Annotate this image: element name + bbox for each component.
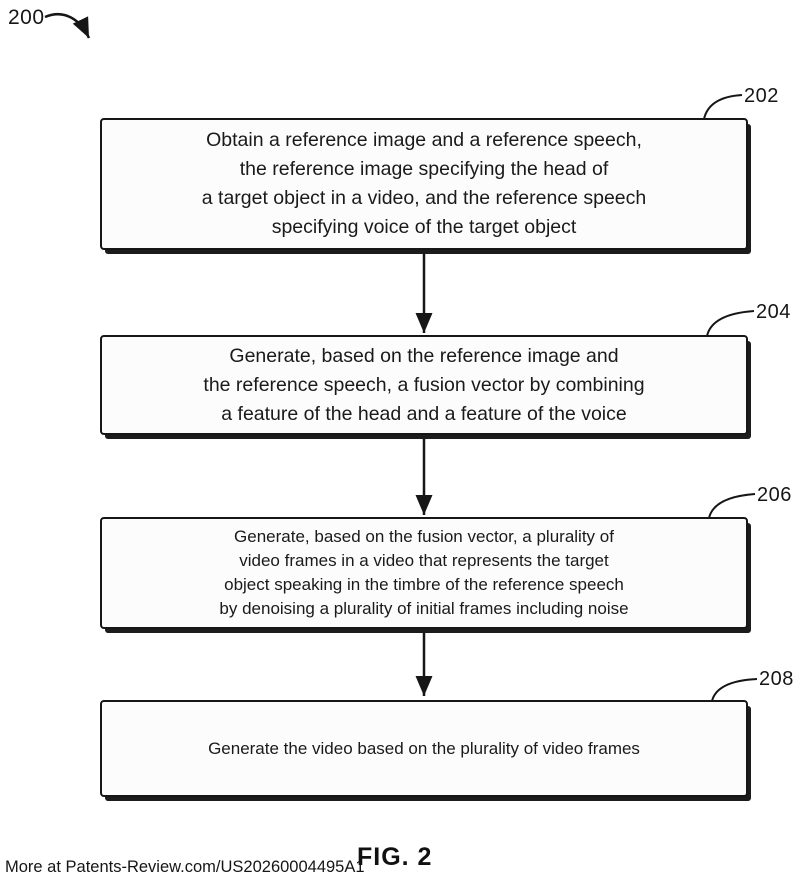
- step-text-line: Generate, based on the fusion vector, a …: [234, 527, 614, 546]
- figure-caption: FIG. 2: [357, 843, 433, 871]
- flow-step-obtain-reference: Obtain a reference image and a reference…: [100, 118, 748, 250]
- step-text-line: object speaking in the timbre of the ref…: [224, 575, 624, 594]
- leader-line-202: [703, 94, 743, 120]
- diagram-ref-arrow: [44, 12, 91, 39]
- step-text-line: the reference speech, a fusion vector by…: [203, 373, 645, 396]
- step-text-line: the reference image specifying the head …: [239, 158, 609, 180]
- step-text-line: Generate the video based on the pluralit…: [208, 738, 640, 758]
- step-text-line: a target object in a video, and the refe…: [201, 187, 647, 209]
- step-text-line: Generate, based on the reference image a…: [229, 344, 619, 367]
- attribution-text: More at Patents-Review.com/US20260004495…: [5, 858, 365, 876]
- flow-step-generate-video: Generate the video based on the pluralit…: [100, 700, 748, 797]
- flow-step-generate-fusion-vector: Generate, based on the reference image a…: [100, 335, 748, 435]
- ref-label-206: 206: [757, 484, 792, 506]
- ref-label-204: 204: [756, 301, 791, 323]
- step-text-line: video frames in a video that represents …: [239, 551, 609, 570]
- step-text-line: specifying voice of the target object: [271, 216, 577, 238]
- step-text-line: a feature of the head and a feature of t…: [221, 402, 627, 425]
- ref-label-202: 202: [744, 85, 779, 107]
- ref-label-208: 208: [759, 668, 794, 690]
- leader-line-208: [711, 678, 758, 702]
- flow-step-generate-video-frames: Generate, based on the fusion vector, a …: [100, 517, 748, 629]
- leader-line-206: [708, 493, 756, 519]
- diagram-ref-200: 200: [8, 6, 45, 29]
- leader-line-204: [706, 310, 755, 337]
- step-text-line: by denoising a plurality of initial fram…: [219, 599, 629, 618]
- step-text-line: Obtain a reference image and a reference…: [206, 129, 642, 151]
